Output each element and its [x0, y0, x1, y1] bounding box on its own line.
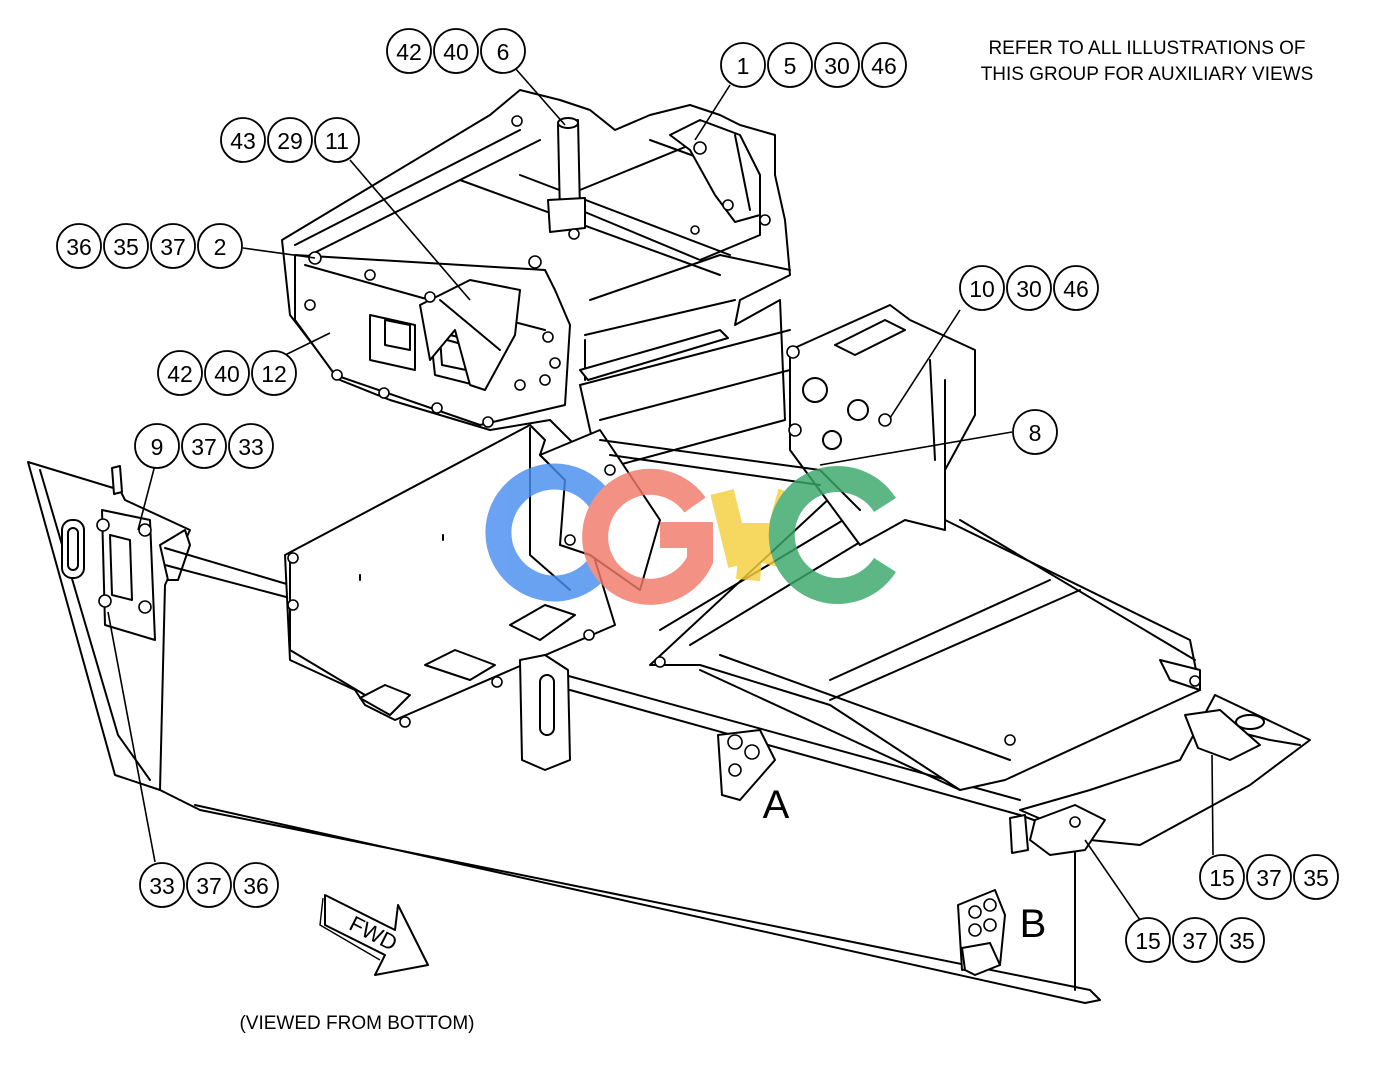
- callout-number: 37: [1256, 865, 1282, 891]
- callout-number: 30: [1016, 276, 1042, 302]
- callout-group-g4: 36 35 37 2: [56, 223, 243, 269]
- callout-number: 42: [396, 39, 422, 65]
- callout-circle: [103, 223, 149, 269]
- callout-number: 29: [277, 128, 303, 154]
- callout-group-g7: 8: [1012, 409, 1058, 455]
- viewed-from-bottom-caption: (VIEWED FROM BOTTOM): [239, 1013, 474, 1034]
- callout-circle: [480, 28, 526, 74]
- callout-number: 15: [1209, 865, 1235, 891]
- callout-circle: [314, 117, 360, 163]
- fwd-arrow: FWD: [319, 894, 429, 976]
- note-line-1: REFER TO ALL ILLUSTRATIONS OF: [988, 38, 1305, 59]
- callout-circle: [233, 862, 279, 908]
- callout-circle: [220, 117, 266, 163]
- callout-group-g8: 9 37 33: [134, 423, 274, 469]
- callout-circle: [251, 350, 297, 396]
- callout-number: 35: [1229, 928, 1255, 954]
- callout-group-g9: 33 37 36: [139, 862, 279, 908]
- callout-circle: [267, 117, 313, 163]
- callout-circle: [386, 28, 432, 74]
- callout-number: 36: [66, 234, 92, 260]
- callout-number: 46: [1063, 276, 1089, 302]
- callout-number: 35: [1303, 865, 1329, 891]
- callout-circle: [139, 862, 185, 908]
- callout-circle: [134, 423, 180, 469]
- callout-group-g6: 42 40 12: [157, 350, 297, 396]
- callout-group-g11: 15 37 35: [1125, 917, 1265, 963]
- callout-circle: [1006, 265, 1052, 311]
- callout-group-g10: 15 37 35: [1199, 854, 1339, 900]
- callout-number: 37: [191, 434, 217, 460]
- callout-number: 35: [113, 234, 139, 260]
- callout-number: 37: [160, 234, 186, 260]
- base-frame-drawing: [27, 461, 1311, 1004]
- callout-circle: [197, 223, 243, 269]
- watermark-letter-g: [582, 468, 713, 605]
- callout-number: 11: [325, 128, 349, 154]
- callout-circle: [157, 350, 203, 396]
- callout-group-g2: 1 5 30 46: [720, 42, 907, 88]
- callout-circle: [1246, 854, 1292, 900]
- callout-circle: [861, 42, 907, 88]
- callout-number: 37: [1182, 928, 1208, 954]
- callout-number: 40: [214, 361, 240, 387]
- watermark-letter-c2: [768, 466, 896, 604]
- callout-number: 9: [151, 434, 164, 460]
- upper-module-drawing: [281, 89, 861, 591]
- callout-group-g5: 10 30 46: [959, 265, 1099, 311]
- detail-label-a: A: [763, 783, 790, 827]
- callout-circle: [1125, 917, 1171, 963]
- callout-number: 15: [1135, 928, 1161, 954]
- callout-number: 33: [238, 434, 264, 460]
- callout-circle: [204, 350, 250, 396]
- callout-circle: [186, 862, 232, 908]
- callout-circle: [767, 42, 813, 88]
- leader-lines: [107, 67, 1214, 921]
- callout-number: 12: [261, 361, 287, 387]
- callout-number: 10: [969, 276, 995, 302]
- callout-number: 43: [230, 128, 256, 154]
- detail-label-b: B: [1020, 902, 1047, 946]
- callout-circle: [959, 265, 1005, 311]
- callout-circle: [720, 42, 766, 88]
- callout-number: 37: [196, 873, 222, 899]
- callout-number: 33: [149, 873, 175, 899]
- watermark-letter-c1: [485, 463, 611, 602]
- callout-number: 30: [824, 53, 850, 79]
- callout-group-g1: 42 40 6: [386, 28, 526, 74]
- callout-circle: [1012, 409, 1058, 455]
- callout-circle: [814, 42, 860, 88]
- callout-circle: [56, 223, 102, 269]
- callout-circle: [1172, 917, 1218, 963]
- callout-number: 1: [737, 53, 750, 79]
- callout-circle: [1053, 265, 1099, 311]
- callout-number: 46: [871, 53, 897, 79]
- callout-circle: [433, 28, 479, 74]
- cghc-watermark-logo: [485, 463, 896, 605]
- callout-circle: [1293, 854, 1339, 900]
- callout-number: 5: [784, 53, 797, 79]
- callout-number: 2: [214, 234, 227, 260]
- callout-circle: [181, 423, 227, 469]
- callout-circle: [1219, 917, 1265, 963]
- callout-number: 8: [1029, 420, 1042, 446]
- callout-circle: [228, 423, 274, 469]
- center-housing-drawing: [284, 424, 616, 771]
- callout-circle: [1199, 854, 1245, 900]
- callout-number: 40: [443, 39, 469, 65]
- callout-number: 42: [167, 361, 193, 387]
- callout-circle: [150, 223, 196, 269]
- callout-number: 36: [243, 873, 269, 899]
- note-line-2: THIS GROUP FOR AUXILIARY VIEWS: [981, 64, 1314, 85]
- callout-group-g3: 43 29 11: [220, 117, 360, 163]
- callout-number: 6: [497, 39, 510, 65]
